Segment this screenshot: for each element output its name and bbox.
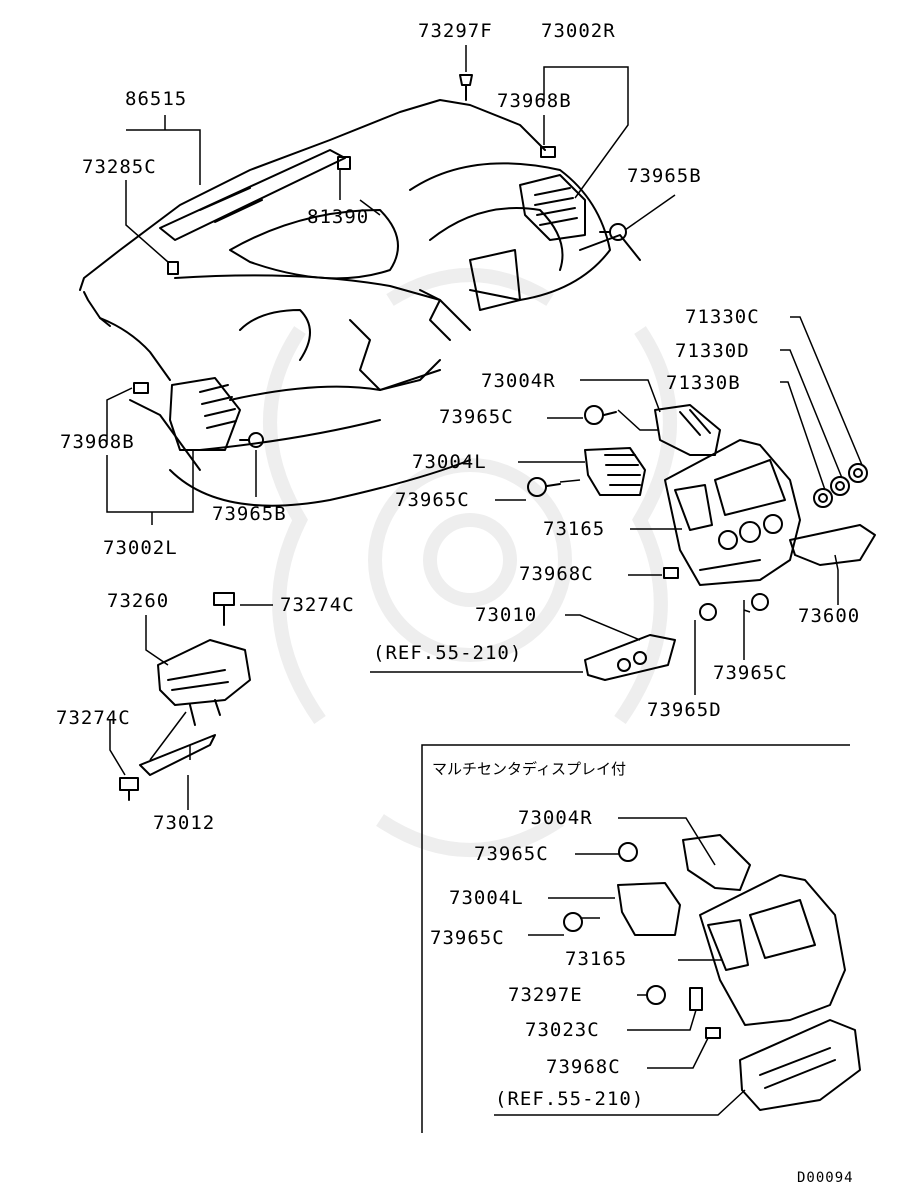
- inset-clip-73023c: [689, 987, 703, 1011]
- label-73965d: 73965D: [647, 699, 722, 721]
- vent-73004l: [584, 447, 646, 496]
- inset-label-73004l: 73004L: [449, 887, 524, 909]
- knob-71330d: [830, 476, 850, 496]
- inset-label-73004r: 73004R: [518, 807, 593, 829]
- inset-label-73965c-1: 73965C: [474, 843, 549, 865]
- label-73274c-left: 73274C: [56, 707, 131, 729]
- clip-73965c-1: [584, 405, 617, 425]
- air-vent-left: [169, 377, 241, 451]
- airbag-module-73260: [157, 639, 251, 726]
- inset-center-panel: [699, 874, 846, 1026]
- vent-73004r: [654, 404, 721, 456]
- air-vent-right: [519, 174, 586, 241]
- label-73004l: 73004L: [412, 451, 487, 473]
- screw-73297f: [459, 74, 473, 101]
- label-73004r: 73004R: [481, 370, 556, 392]
- inset-clip-73965c-2: [563, 912, 583, 932]
- inset-vent-73004r: [682, 834, 751, 891]
- bolt-73274c-top: [213, 592, 235, 626]
- label-73297f: 73297F: [418, 20, 493, 42]
- nut-73965b-top: [599, 223, 627, 241]
- label-73002r: 73002R: [541, 20, 616, 42]
- watermark-emblem: [263, 268, 677, 857]
- label-73274c-top: 73274C: [280, 594, 355, 616]
- label-86515: 86515: [125, 88, 188, 110]
- clip-73968b-left: [133, 382, 149, 394]
- label-73965c-1: 73965C: [439, 406, 514, 428]
- clip-73968c: [663, 567, 679, 579]
- clip-73965d: [699, 603, 717, 621]
- label-71330c: 71330C: [685, 306, 760, 328]
- inset-label-73023c: 73023C: [525, 1019, 600, 1041]
- center-panel: [664, 439, 801, 586]
- inset-vent-73004l: [617, 882, 681, 936]
- leader-lines: [106, 45, 863, 1133]
- clip-73965c-2: [527, 477, 561, 497]
- cover-73600: [789, 524, 876, 566]
- label-73260: 73260: [107, 590, 170, 612]
- inset-clip-73965c-1: [618, 842, 638, 862]
- label-73965c-2: 73965C: [395, 489, 470, 511]
- label-73968c: 73968C: [519, 563, 594, 585]
- label-81390: 81390: [307, 206, 370, 228]
- clip-73965c-3: [751, 593, 769, 611]
- label-73965b-left: 73965B: [212, 503, 287, 525]
- ref-note-1: (REF.55-210): [373, 642, 523, 664]
- label-73012: 73012: [153, 812, 216, 834]
- label-73010: 73010: [475, 604, 538, 626]
- inset-label-73297e: 73297E: [508, 984, 583, 1006]
- dashboard-panel: [79, 99, 641, 507]
- label-73165: 73165: [543, 518, 606, 540]
- nut-73965b-left: [239, 432, 264, 448]
- bracket-73012: [139, 734, 216, 776]
- diagram-code: D00094: [797, 1170, 854, 1186]
- clip-73968b-top: [540, 146, 556, 158]
- inset-ref-note: (REF.55-210): [495, 1088, 645, 1110]
- label-73965c-3: 73965C: [713, 662, 788, 684]
- knob-71330b: [813, 488, 833, 508]
- inset-clip-73968c: [705, 1027, 721, 1039]
- switch-panel-73010: [584, 634, 676, 681]
- label-73600: 73600: [798, 605, 861, 627]
- clip-81390: [337, 156, 351, 170]
- inset-label-73968c: 73968C: [546, 1056, 621, 1078]
- clip-73285c: [167, 261, 179, 275]
- knob-71330c: [848, 463, 868, 483]
- inset-label-73965c-2: 73965C: [430, 927, 505, 949]
- label-71330d: 71330D: [675, 340, 750, 362]
- label-73965b-top: 73965B: [627, 165, 702, 187]
- label-73285c: 73285C: [82, 156, 157, 178]
- inset-label-73165: 73165: [565, 948, 628, 970]
- inset-title: マルチセンタディスプレイ付: [432, 760, 626, 778]
- bolt-73274c-left: [119, 777, 139, 801]
- label-71330b: 71330B: [666, 372, 741, 394]
- inset-clip-73297e: [646, 985, 666, 1005]
- label-73968b-top: 73968B: [497, 90, 572, 112]
- inset-display-unit: [739, 1019, 861, 1111]
- label-73002l: 73002L: [103, 537, 178, 559]
- label-73968b-left: 73968B: [60, 431, 135, 453]
